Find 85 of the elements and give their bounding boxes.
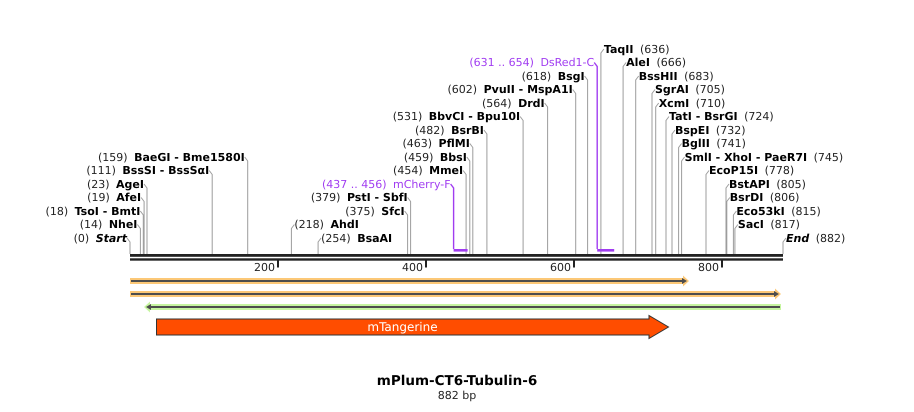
leader-line — [140, 210, 144, 254]
leader-line — [466, 156, 470, 254]
leader-line — [681, 156, 686, 254]
restriction-site-label: Eco53kI (815) — [736, 204, 821, 218]
leader-line — [144, 184, 148, 254]
restriction-site-label: AleI (666) — [626, 56, 686, 69]
restriction-site-label: (379) PstI - SbfI — [310, 191, 408, 204]
restriction-site-label: BsrDI (806) — [730, 191, 800, 204]
leader-line — [126, 238, 130, 254]
restriction-site-label: SacI (817) — [738, 218, 800, 231]
primer-label: (631 .. 654) DsRed1-C — [469, 56, 594, 69]
restriction-site-label: (254) BsaAI — [321, 232, 392, 244]
leader-line — [666, 116, 670, 254]
restriction-site-label: (564) DrdI — [482, 96, 545, 110]
primer-mark — [454, 249, 468, 252]
leader-line — [652, 89, 656, 254]
restriction-site-label: (375) SfcI — [345, 204, 405, 218]
restriction-site-label: BssHII (683) — [638, 70, 714, 82]
leader-line — [655, 102, 660, 254]
leader-line — [600, 48, 604, 254]
leader-line — [734, 224, 738, 254]
leader-line — [469, 143, 474, 254]
primer-label: (437 .. 456) mCherry-F — [322, 178, 451, 190]
leader-line — [635, 76, 640, 254]
leader-line — [140, 197, 145, 254]
sequence-length: 882 bp — [438, 389, 476, 402]
restriction-site-label: (23) AgeI — [86, 178, 144, 190]
sequence-end-label: End (882) — [786, 232, 846, 244]
restriction-site-label: (459) BbsI — [404, 150, 467, 164]
leader-line — [672, 130, 676, 254]
leader-line — [318, 238, 322, 254]
leader-line — [208, 170, 213, 254]
leader-line — [450, 184, 454, 249]
restriction-site-label: (218) AhdI — [294, 218, 359, 231]
restriction-site-label: (618) BsgI — [522, 70, 585, 82]
restriction-site-label: EcoP15I (778) — [709, 164, 794, 177]
leader-line — [520, 116, 524, 254]
leader-line — [732, 210, 737, 254]
sequence-backbone — [130, 254, 783, 261]
restriction-site-label: (454) MmeI — [393, 164, 464, 177]
scale-label: 400 — [402, 261, 423, 274]
leader-line — [462, 170, 467, 254]
leader-line — [404, 210, 408, 254]
leader-line — [407, 197, 412, 254]
primer-mark — [597, 249, 614, 252]
restriction-site-label: (159) BaeGI - Bme1580I — [98, 150, 245, 164]
leader-line — [726, 184, 730, 254]
scale-label: 200 — [254, 261, 275, 274]
leader-line — [782, 238, 786, 254]
restriction-site-label: (531) BbvCI - Bpu10I — [392, 110, 520, 123]
restriction-site-label: (602) PvuII - MspA1I — [448, 83, 573, 96]
leader-line — [572, 89, 576, 254]
restriction-site-label: BstAPI (805) — [729, 178, 806, 190]
leader-line — [594, 62, 598, 249]
leader-line — [726, 197, 730, 254]
sequence-feature — [130, 288, 781, 300]
restriction-site-label: TatI - BsrGI (724) — [669, 110, 774, 123]
restriction-site-label: SmlI - XhoI - PaeR7I (745) — [684, 150, 844, 164]
restriction-site-label: (482) BsrBI — [414, 124, 484, 136]
sequence-feature: mTangerine — [156, 315, 669, 339]
sequence-feature — [144, 302, 781, 312]
restriction-site-label: SgrAI (705) — [655, 83, 725, 96]
leader-line — [483, 130, 488, 254]
restriction-site-label: BspEI (732) — [675, 124, 746, 136]
scale-label: 600 — [550, 261, 571, 274]
restriction-site-label: (14) NheI — [80, 218, 138, 231]
restriction-site-label: BglII (741) — [682, 137, 746, 150]
restriction-site-label: (111) BssSI - BssSαI — [86, 164, 210, 177]
leader-line — [544, 102, 548, 254]
leader-line — [706, 170, 710, 254]
leader-line — [584, 76, 588, 254]
restriction-site-label: (19) AfeI — [87, 191, 142, 204]
leader-line — [290, 224, 295, 254]
sequence-end-label: (0) Start — [74, 232, 127, 244]
restriction-site-label: TaqII (636) — [604, 42, 670, 56]
leader-line — [622, 62, 627, 254]
leader-line — [678, 143, 682, 254]
sequence-feature — [130, 276, 689, 286]
scale-label: 800 — [698, 261, 719, 274]
leader-line — [136, 224, 141, 254]
map-title: mPlum-CT6-Tubulin-6 — [376, 373, 538, 390]
restriction-site-label: (18) TsoI - BmtI — [46, 204, 140, 218]
leader-line — [244, 156, 248, 254]
restriction-site-label: (463) PflMI — [402, 137, 470, 150]
restriction-site-label: XcmI (710) — [658, 96, 726, 110]
